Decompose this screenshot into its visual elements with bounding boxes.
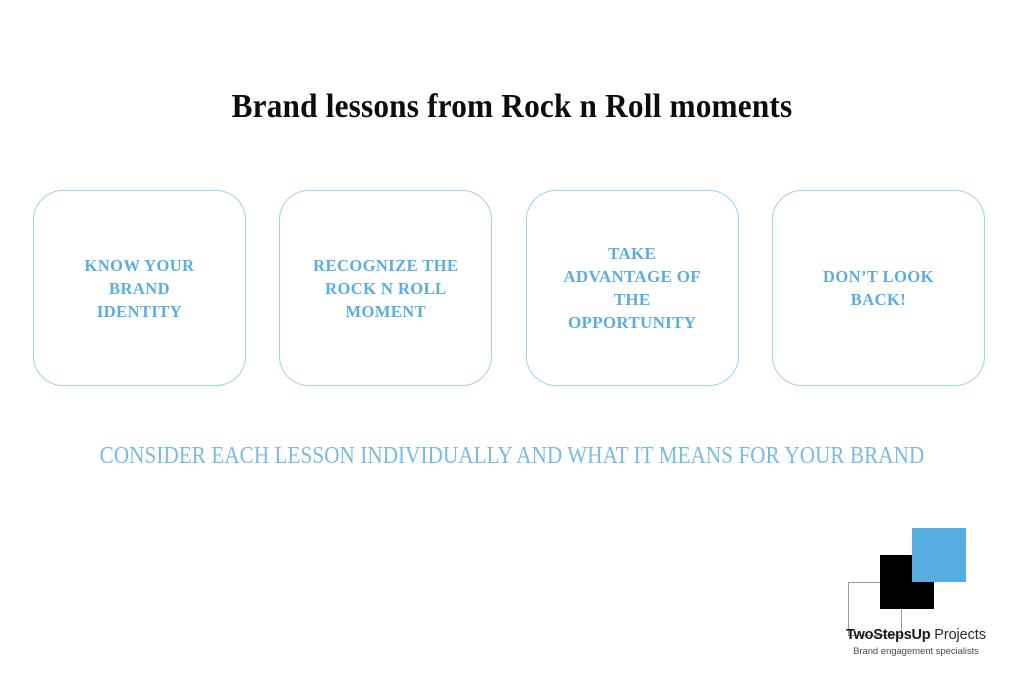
logo-square-blue-icon [912, 528, 966, 582]
logo-name-light: Projects [930, 627, 986, 643]
logo: TwoStepsUp Projects Brand engagement spe… [842, 528, 990, 660]
lesson-cards-row: KNOW YOUR BRAND IDENTITY RECOGNIZE THE R… [33, 190, 985, 386]
lesson-card-4-label: DON’T LOOK BACK! [822, 267, 934, 309]
logo-name-bold: TwoStepsUp [846, 627, 931, 643]
logo-tagline: Brand engagement specialists [853, 646, 979, 657]
lesson-card-2[interactable]: RECOGNIZE THE ROCK N ROLL MOMENT [279, 190, 493, 386]
lesson-card-2-label: RECOGNIZE THE ROCK N ROLL MOMENT [313, 255, 459, 321]
logo-square-outline-icon [848, 582, 902, 636]
slide-caption: CONSIDER EACH LESSON INDIVIDUALLY AND WH… [99, 443, 925, 469]
lesson-card-4[interactable]: DON’T LOOK BACK! [771, 190, 985, 386]
logo-mark-icon [842, 528, 990, 636]
lesson-card-1-label: KNOW YOUR BRAND IDENTITY [84, 255, 195, 321]
lesson-card-1[interactable]: KNOW YOUR BRAND IDENTITY [33, 190, 246, 386]
lesson-card-3[interactable]: TAKE ADVANTAGE OF THE OPPORTUNITY [525, 190, 739, 386]
lesson-card-3-label: TAKE ADVANTAGE OF THE OPPORTUNITY [563, 244, 701, 332]
page-title: Brand lessons from Rock n Roll moments [231, 87, 793, 125]
logo-wordmark: TwoStepsUp Projects [842, 626, 990, 644]
